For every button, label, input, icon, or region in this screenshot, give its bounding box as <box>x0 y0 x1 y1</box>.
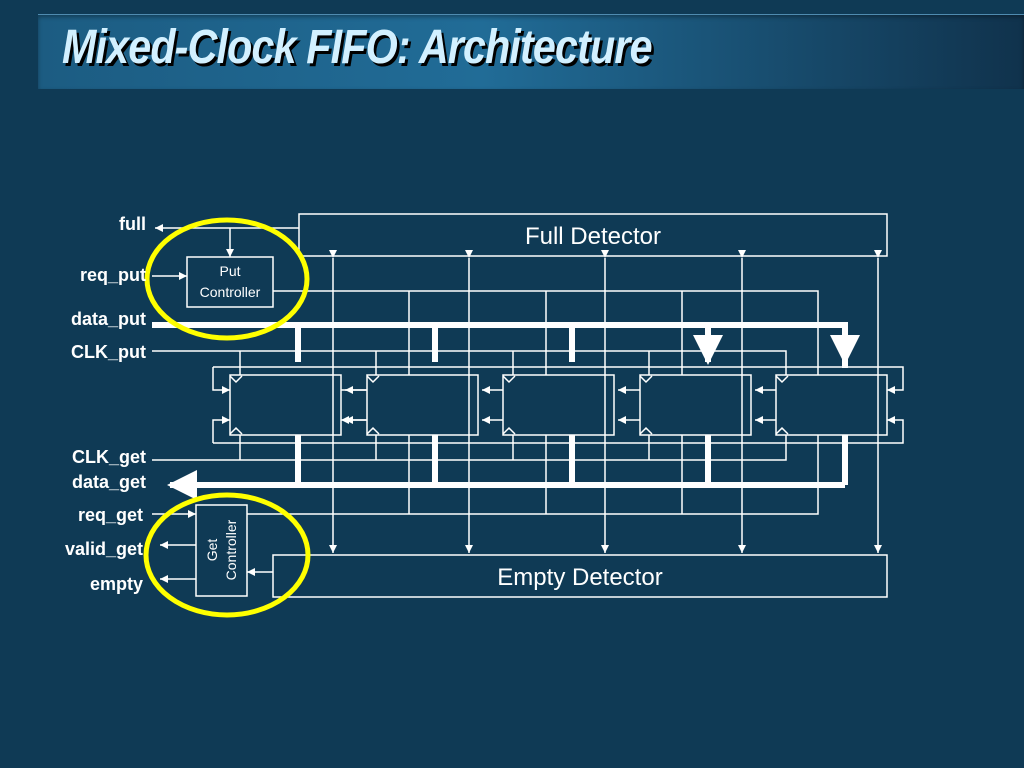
get-token-ring-left <box>212 416 230 443</box>
empty-label: empty <box>90 574 143 594</box>
empty-detector-box <box>272 554 888 598</box>
put-token-ring-left <box>212 367 230 394</box>
full-detector-box <box>298 213 888 257</box>
put-token-ring-top <box>213 366 904 394</box>
get-controller-highlight <box>143 492 311 618</box>
get-clock-marks <box>229 426 789 435</box>
full-detector-label: Full Detector <box>525 223 661 250</box>
clk-get-label: CLK_get <box>72 447 146 467</box>
title-bar <box>38 14 1024 89</box>
put-controller-label-1: Put <box>219 263 240 279</box>
get-token-ring-bottom <box>213 416 904 444</box>
clk-put-label: CLK_put <box>71 342 146 362</box>
get-controller-label-1: Get <box>204 539 220 562</box>
put-controller-label-2: Controller <box>200 284 261 300</box>
req-get-label: req_get <box>78 505 143 525</box>
fifo-cell <box>229 374 342 436</box>
put-controller-highlight <box>144 217 310 341</box>
req-put-label: req_put <box>80 265 146 285</box>
fifo-cell <box>502 374 615 436</box>
valid-get-label: valid_get <box>65 539 143 559</box>
data-put-bus <box>152 322 848 368</box>
data-get-label: data_get <box>72 472 146 492</box>
full-label: full <box>119 214 146 234</box>
fifo-cell <box>775 374 888 436</box>
get-controller-label-2: Controller <box>223 519 239 580</box>
slide-title: Mixed-Clock FIFO: Architecture <box>62 21 653 74</box>
empty-detector-label: Empty Detector <box>497 564 662 591</box>
get-controller-box <box>195 504 248 597</box>
put-clock-marks <box>229 375 789 384</box>
fifo-cell <box>366 374 479 436</box>
fifo-cell <box>639 374 752 436</box>
data-put-label: data_put <box>71 309 146 329</box>
